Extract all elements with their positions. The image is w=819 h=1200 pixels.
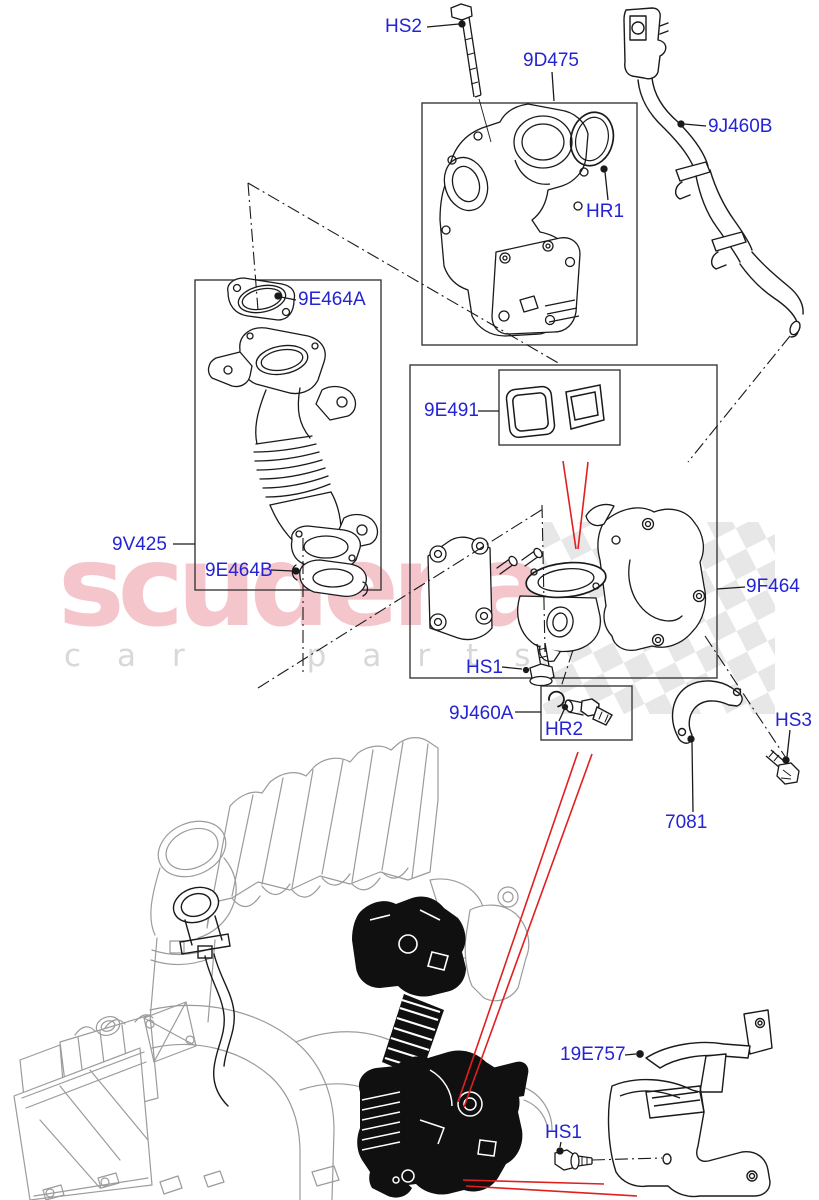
callout-hs3[interactable]: HS3: [775, 710, 812, 731]
highlighted-egr-parts: [352, 896, 529, 1198]
bolt-hs1-bottom-drawing: [554, 1149, 593, 1171]
watermark-tagline: car parts: [64, 638, 567, 674]
tube-9j460b-drawing: [623, 7, 804, 338]
sensor-9j460a-drawing: [548, 690, 613, 726]
red-pointer-lines: [457, 460, 638, 1197]
turbocharger-drawing: [439, 103, 615, 337]
callout-hs1-bottom[interactable]: HS1: [545, 1122, 582, 1143]
box-9j460a: [540, 685, 633, 741]
box-9d475: [421, 102, 638, 346]
egr-pipe-9v425-drawing: [207, 277, 379, 598]
bolt-hs2-drawing: [450, 3, 492, 143]
callout-9e491[interactable]: 9E491: [424, 400, 479, 421]
callout-9j460b[interactable]: 9J460B: [708, 116, 773, 137]
box-9v425: [194, 279, 382, 591]
engine-assembly-drawing: [13, 737, 553, 1200]
engine-coolant-flange-drawing: [172, 886, 235, 1107]
callout-9e464a[interactable]: 9E464A: [298, 289, 366, 310]
callout-9f464[interactable]: 9F464: [746, 576, 800, 597]
callout-7081[interactable]: 7081: [665, 812, 708, 833]
bolt-hs3-drawing: [765, 749, 800, 785]
gaskets-9e491-drawing: [505, 384, 605, 439]
callout-9v425[interactable]: 9V425: [112, 534, 167, 555]
callout-hs1-mid[interactable]: HS1: [466, 657, 503, 678]
construction-lines: [247, 182, 791, 1161]
callout-9e464b[interactable]: 9E464B: [205, 560, 273, 581]
callout-hr2[interactable]: HR2: [545, 719, 584, 740]
callout-hs2[interactable]: HS2: [385, 16, 422, 37]
bolt-hs1-mid-drawing: [529, 642, 555, 687]
callout-hr1[interactable]: HR1: [586, 201, 625, 222]
box-9e491: [498, 369, 621, 446]
callout-9j460a[interactable]: 9J460A: [449, 703, 514, 724]
bracket-19e757-drawing: [607, 1009, 773, 1198]
callout-leaders: [173, 20, 791, 1155]
callout-19e757[interactable]: 19E757: [560, 1044, 626, 1065]
callout-9d475[interactable]: 9D475: [523, 50, 579, 71]
